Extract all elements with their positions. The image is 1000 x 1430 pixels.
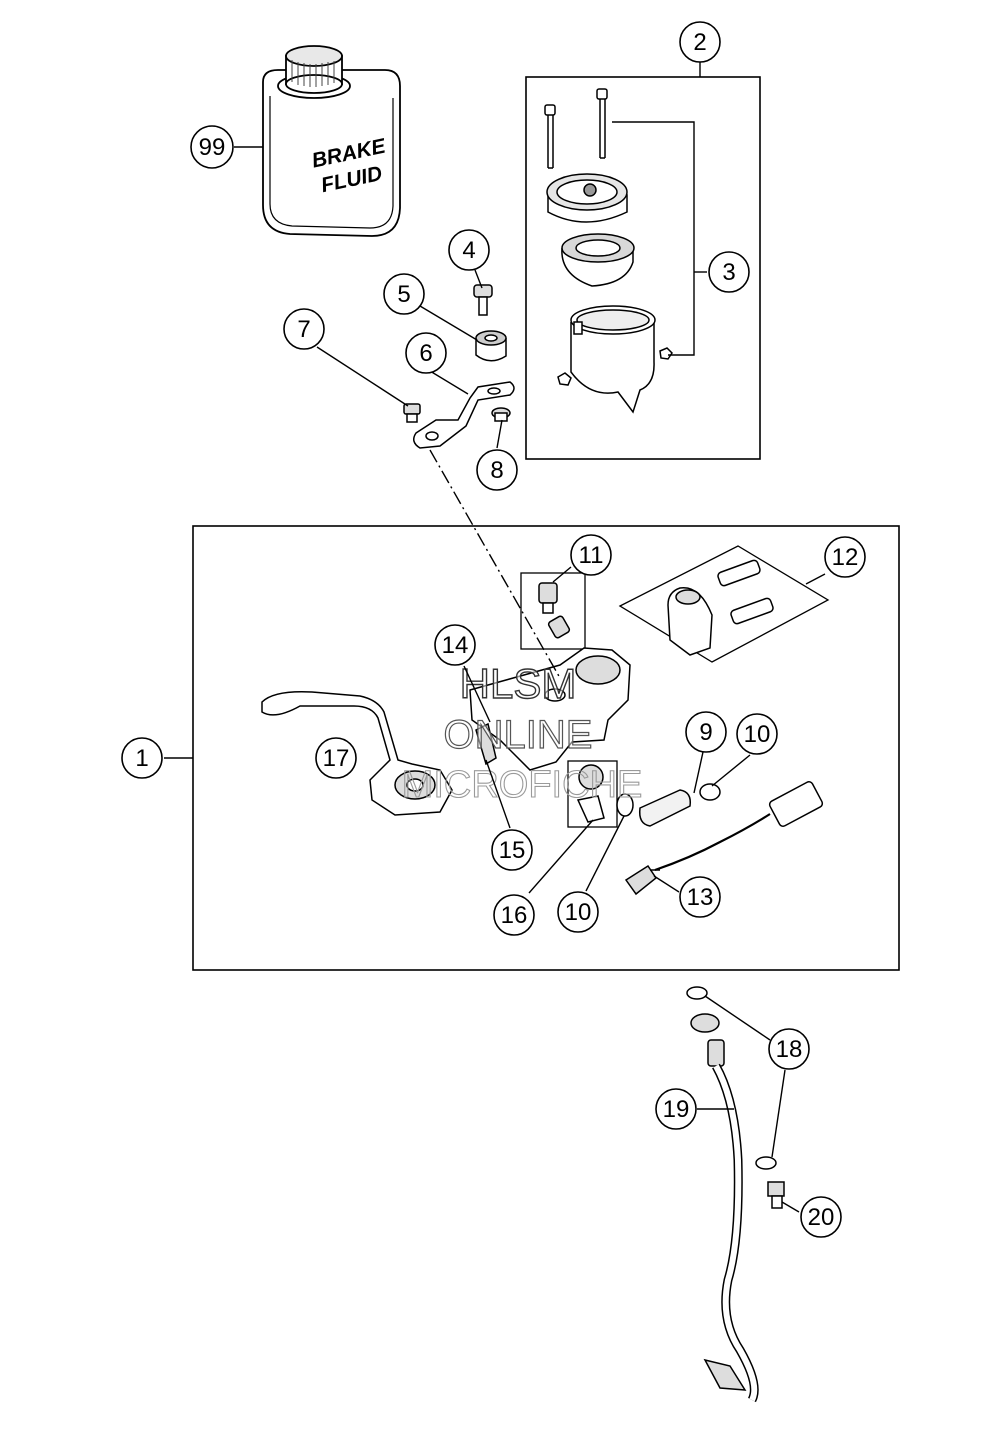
callout-19: 19 (663, 1096, 690, 1123)
clamp-kit-box (618, 545, 830, 663)
watermark-line1: HLSM (460, 660, 577, 707)
callout-2: 2 (693, 29, 706, 56)
callout-7: 7 (297, 316, 310, 343)
callout-10-lower: 10 (565, 899, 592, 926)
callout-9: 9 (699, 719, 712, 746)
brake-fluid-can (262, 45, 401, 237)
callout-15: 15 (499, 837, 526, 864)
callout-20: 20 (808, 1204, 835, 1231)
reservoir-group-box (525, 76, 761, 460)
callout-14: 14 (442, 632, 469, 659)
master-cylinder-parts (261, 559, 824, 896)
callout-3: 3 (722, 259, 735, 286)
callout-circles (121, 21, 866, 1238)
callout-16: 16 (501, 902, 528, 929)
watermark-line2: ONLINE (444, 713, 593, 757)
fitting-detail-box (567, 760, 618, 828)
callout-4: 4 (462, 237, 475, 264)
callout-1: 1 (135, 745, 148, 772)
callout-18: 18 (776, 1036, 803, 1063)
callout-8: 8 (490, 457, 503, 484)
callout-10-upper: 10 (744, 721, 771, 748)
callout-numbers: 2 3 99 4 5 7 6 8 11 12 1 14 17 15 16 10 … (135, 29, 858, 1231)
reservoir-parts (544, 88, 673, 414)
watermark-line3: MICROFICHE (402, 764, 643, 806)
callout-5: 5 (397, 281, 410, 308)
callout-13: 13 (687, 884, 714, 911)
callout-99: 99 (199, 134, 226, 161)
callout-6: 6 (419, 340, 432, 367)
callout-12: 12 (832, 544, 859, 571)
fittings-kit-box (520, 572, 586, 650)
callout-11: 11 (579, 542, 604, 569)
brake-hose-assembly (686, 986, 785, 1403)
callout-17: 17 (323, 745, 350, 772)
small-parts-4-8 (403, 284, 515, 449)
master-cylinder-group-box (192, 525, 900, 971)
leader-lines (164, 62, 826, 1213)
